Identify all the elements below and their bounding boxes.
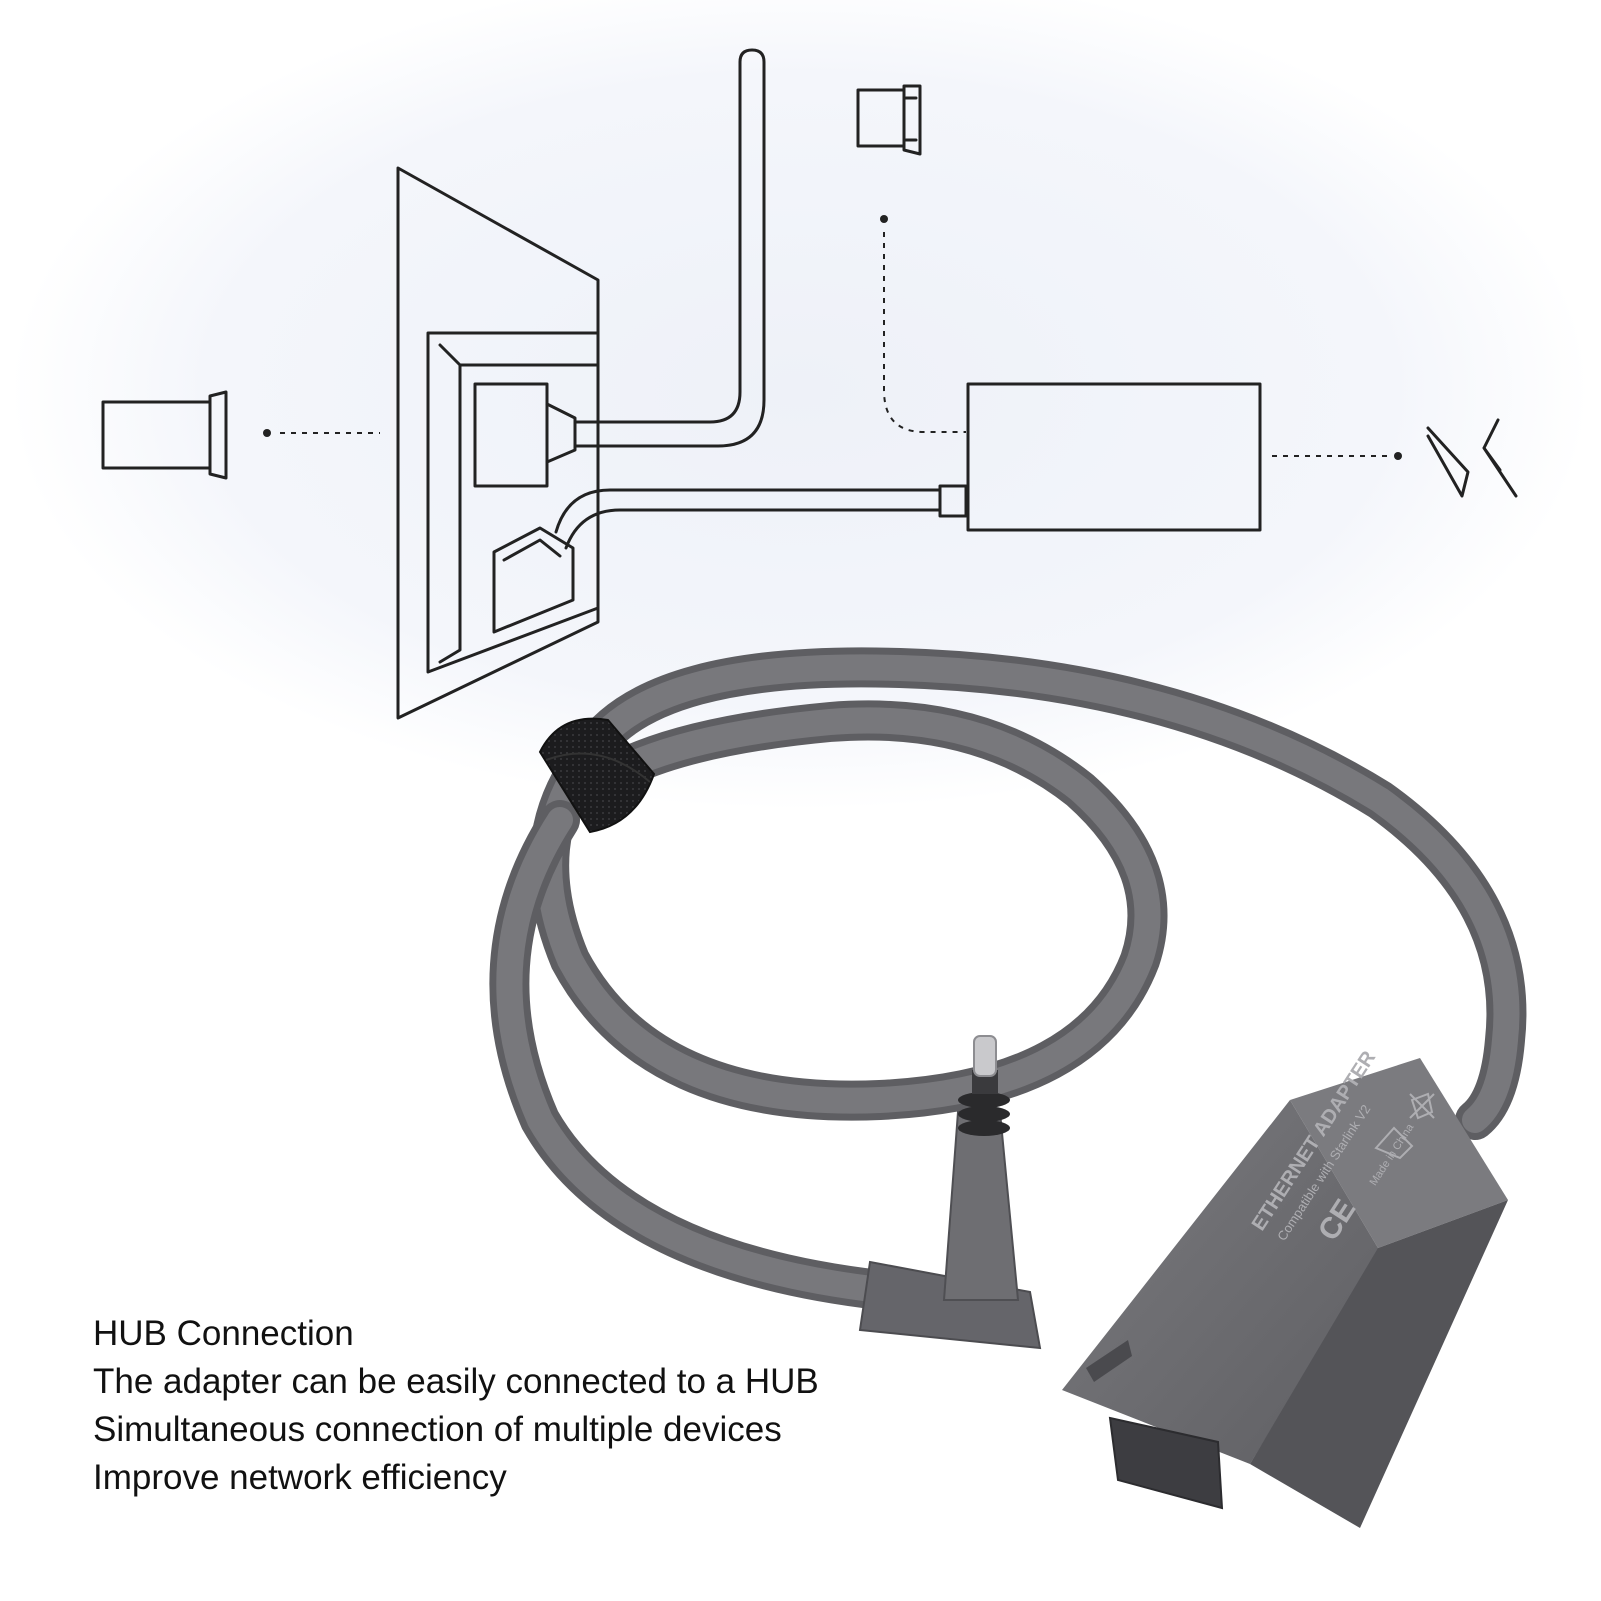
weee-bin-icon — [1409, 1092, 1435, 1120]
top-connector-flange — [902, 84, 922, 156]
wall-plate-inner — [426, 331, 600, 674]
plug-ribs — [958, 1092, 1010, 1136]
dotted-guides — [263, 215, 1402, 460]
adapter-side-face — [1250, 1200, 1508, 1528]
recycle-icon — [1374, 1126, 1414, 1160]
usb-c-plug — [858, 1035, 1042, 1350]
router-port — [938, 484, 968, 518]
ethernet-cable — [489, 647, 1527, 1310]
adapter-front-face — [1062, 1100, 1380, 1464]
lower-socket-inner — [502, 538, 562, 562]
caption-title: HUB Connection — [93, 1314, 354, 1353]
wall-cable — [554, 488, 942, 550]
mast-tube — [573, 48, 766, 448]
upper-socket — [473, 382, 549, 488]
adapter-port-opening — [1108, 1416, 1224, 1510]
left-connector-flange — [208, 390, 228, 480]
background-glow — [10, 0, 1590, 810]
wall-plate-outline — [396, 166, 600, 720]
adapter-slot — [1086, 1340, 1132, 1382]
caption-line-1: The adapter can be easily connected to a… — [93, 1362, 819, 1401]
caption-line-3: Improve network efficiency — [93, 1458, 507, 1497]
right-symbol — [1426, 418, 1518, 498]
feature-caption: HUB Connection The adapter can be easily… — [93, 1310, 819, 1502]
wall-plate-bevel — [438, 343, 600, 664]
router-box — [966, 382, 1262, 532]
ethernet-adapter: ETHERNET ADAPTER Compatible with Starlin… — [1062, 1047, 1508, 1528]
usb-c-tip — [973, 1035, 997, 1077]
adapter-top-face — [1290, 1058, 1508, 1248]
plug-stem — [942, 1111, 1020, 1301]
lower-socket — [492, 526, 575, 634]
upper-socket-plug — [545, 402, 577, 464]
caption-line-2: Simultaneous connection of multiple devi… — [93, 1410, 782, 1449]
cable-strap — [538, 717, 656, 834]
installation-diagram — [101, 48, 1518, 720]
